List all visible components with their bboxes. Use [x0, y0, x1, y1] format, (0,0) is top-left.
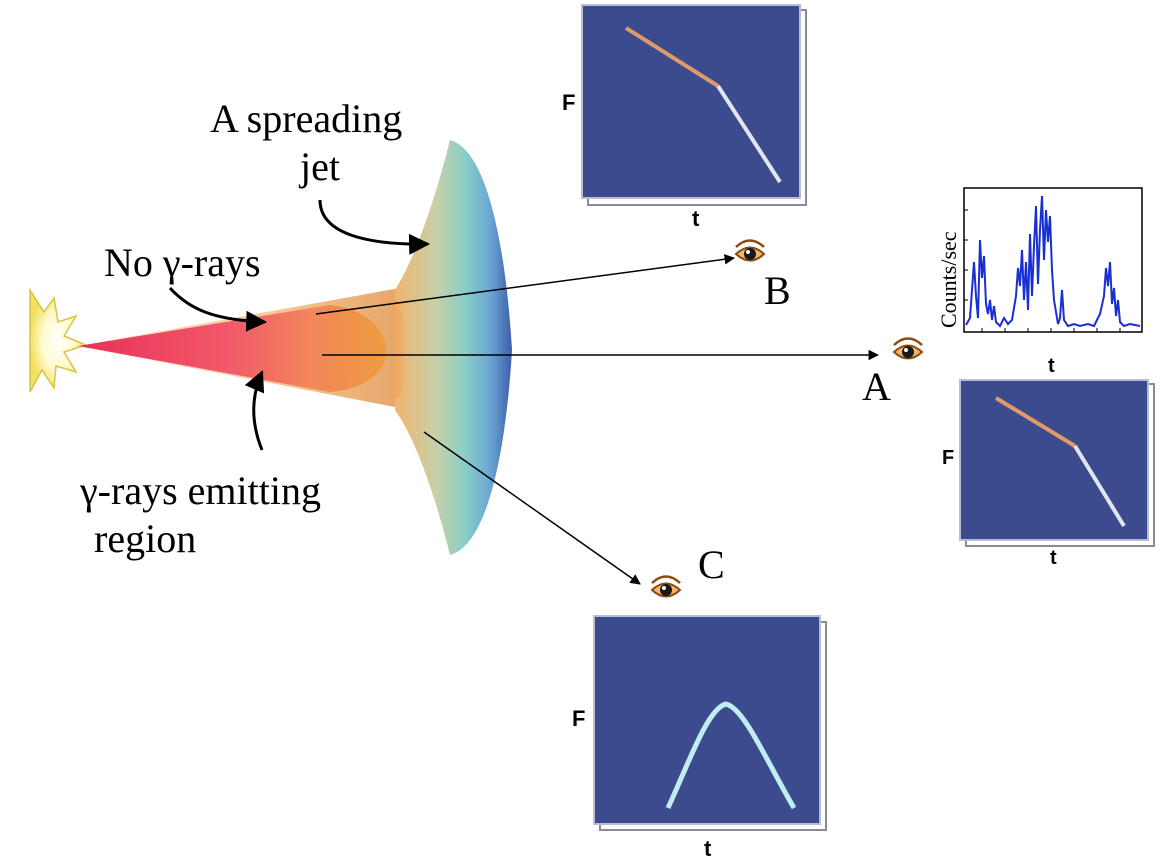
- plot-observer-b: F t: [562, 4, 807, 231]
- plot-a-y-label: F: [942, 447, 954, 469]
- observer-a-label: A: [862, 364, 891, 409]
- observer-c-label: C: [698, 542, 725, 587]
- plot-gamma-lightcurve: Counts/sec t: [936, 187, 1143, 377]
- plot-b-late-segment: [716, 84, 782, 184]
- plot-a-x-label: t: [1050, 547, 1057, 569]
- spreading-jet-label-line2: jet: [298, 144, 340, 189]
- no-gamma-label: No γ-rays: [104, 240, 261, 285]
- plot-c-peaked-curve: [665, 701, 797, 810]
- plot-observer-a: F t: [942, 379, 1155, 569]
- burst-flash-icon: [29, 287, 89, 393]
- gamma-ray-emitting-cone: [78, 305, 387, 392]
- sightline-to-c: [423, 431, 641, 585]
- plot-b-x-label: t: [692, 206, 700, 231]
- observer-c-eye-icon: [650, 575, 682, 598]
- plot-b-y-label: F: [562, 90, 575, 115]
- plot-observer-c: F t: [572, 615, 827, 861]
- emitting-region-pointer-arrow: [244, 370, 265, 451]
- no-gamma-pointer-arrow: [168, 286, 268, 332]
- lightcurve-trace: [965, 195, 1141, 328]
- plot-a-early-segment: [994, 396, 1077, 448]
- plot-b-early-segment: [624, 26, 720, 88]
- plot-c-y-label: F: [572, 706, 585, 731]
- spreading-jet-shell: [395, 140, 512, 555]
- plot-a-late-segment: [1073, 444, 1126, 528]
- spreading-jet-pointer-arrow: [318, 199, 431, 255]
- plot-c-x-label: t: [704, 836, 712, 861]
- observer-b-label: B: [764, 268, 791, 313]
- emitting-region-label-line2: region: [94, 516, 196, 561]
- observer-b-eye-icon: [734, 239, 766, 262]
- observer-a-eye-icon: [892, 337, 924, 360]
- sightline-to-b: [315, 254, 736, 315]
- spreading-jet-label-line1: A spreading: [210, 96, 402, 141]
- emitting-region-label-line1: γ-rays emitting: [79, 468, 321, 513]
- lightcurve-ticks: [964, 209, 1121, 332]
- lightcurve-y-label: Counts/sec: [936, 231, 961, 328]
- lightcurve-x-label: t: [1048, 355, 1055, 377]
